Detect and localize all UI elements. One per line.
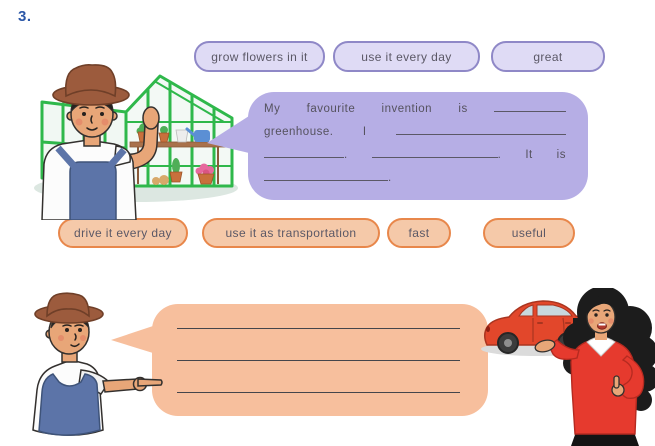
blank-line[interactable] [396,124,566,135]
blank-token: . [264,170,392,184]
word-chip-use-it-as-transportation[interactable]: use it as transportation [202,218,380,248]
blank-token [396,124,566,138]
word-chip-great[interactable]: great [491,41,605,72]
car-and-woman-illustration [481,288,655,446]
blank-token: . [264,147,348,161]
farmer-with-greenhouse-illustration [34,64,238,220]
car-speech-bubble [111,304,488,416]
farmer-figure [41,64,160,220]
word: is [556,149,566,161]
word: My [264,103,281,115]
answer-line[interactable] [177,360,460,361]
farmer-pointing-illustration [32,292,163,436]
word-chip-drive-it-every-day[interactable]: drive it every day [58,218,188,248]
speech-bubble-tail [111,326,153,353]
exercise-number: 3. [18,8,32,25]
word-chip-useful[interactable]: useful [483,218,575,248]
greenhouse-speech-bubble: My favourite invention is greenhouse. I.. It is… [207,92,588,200]
fill-in-the-blank-text: My favourite invention is greenhouse. I.. It is… [264,101,566,193]
answer-line[interactable] [177,328,460,329]
word: favourite [306,103,356,115]
word-chip-fast[interactable]: fast [387,218,451,248]
greenhouse-plants [129,123,230,185]
blank-token: . [371,147,502,161]
blank-line[interactable] [264,170,388,181]
woman-figure [534,288,655,446]
blank-line[interactable] [264,147,344,158]
word-chip-use-it-every-day[interactable]: use it every day [333,41,480,72]
word-chip-grow-flowers-in-it[interactable]: grow flowers in it [194,41,325,72]
word: invention [381,103,433,115]
word: It [525,149,533,161]
word: is [458,103,468,115]
word: greenhouse. [264,126,334,138]
word: I [362,126,367,138]
answer-line[interactable] [177,392,460,393]
blank-token [494,101,566,115]
speech-bubble-tail [207,116,249,153]
blank-line[interactable] [494,101,566,112]
blank-line[interactable] [371,147,498,158]
